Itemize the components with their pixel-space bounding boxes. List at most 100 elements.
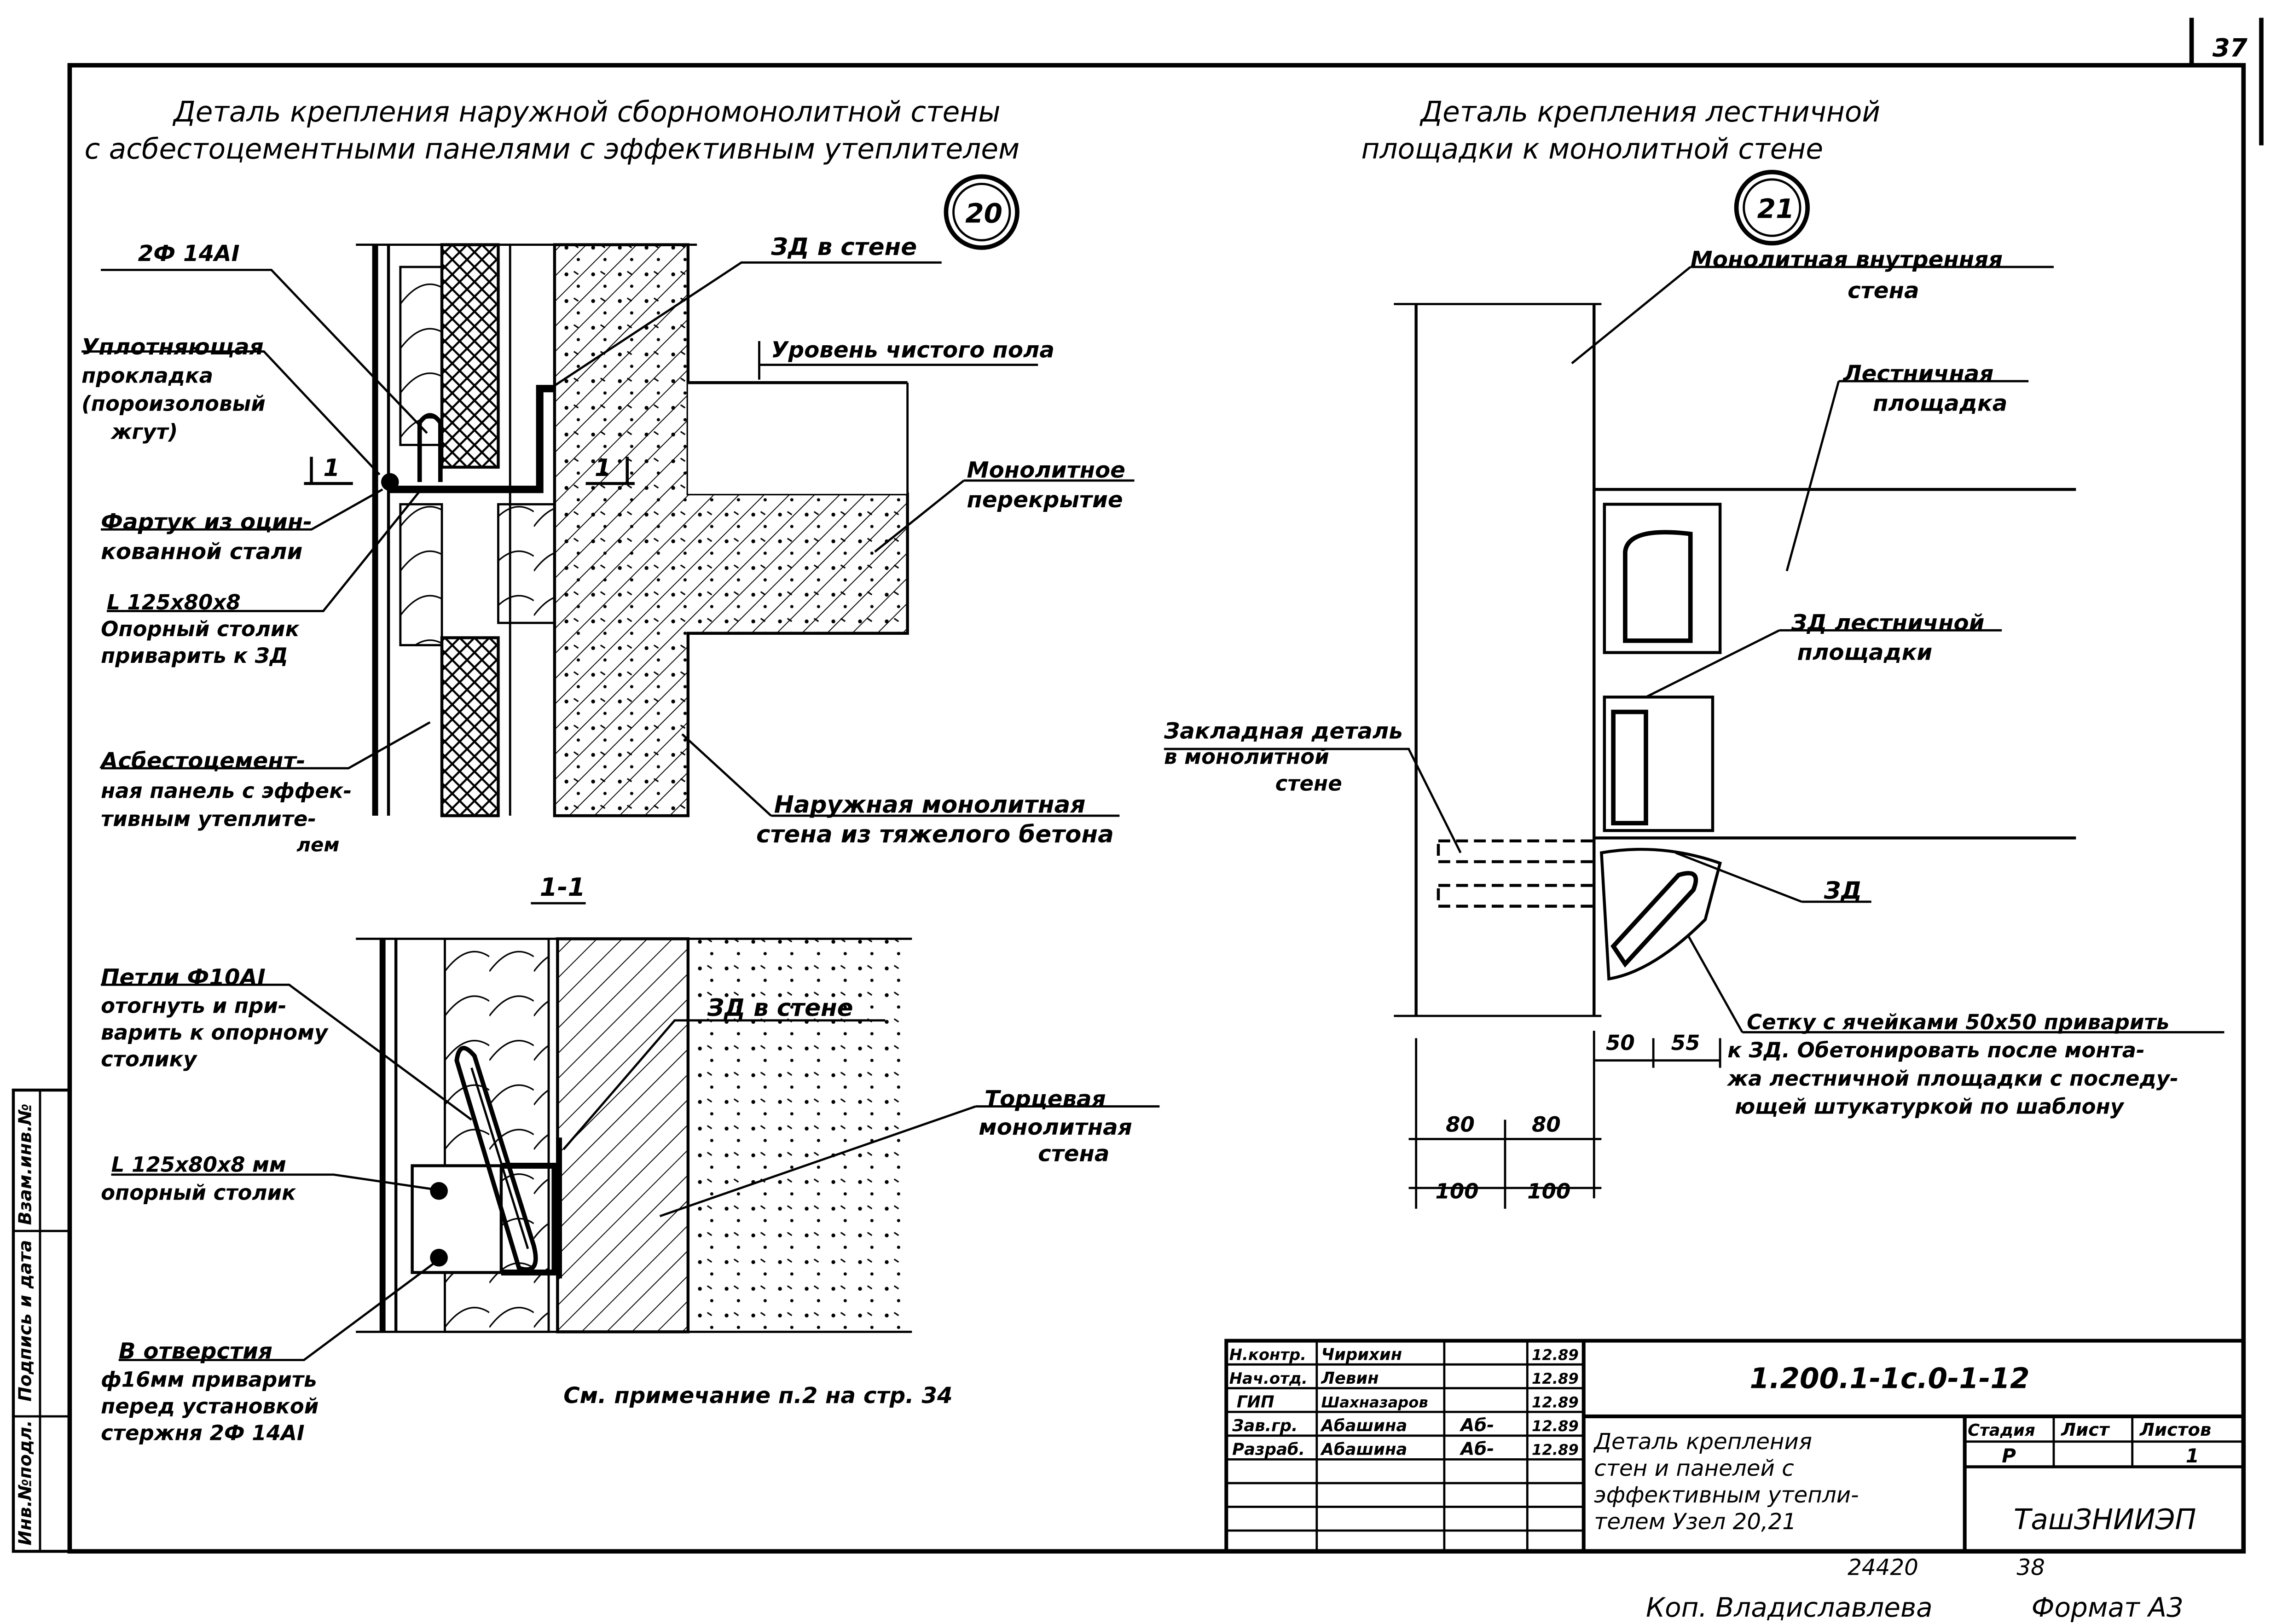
section11-leaders <box>101 983 1160 1361</box>
sig-date: 12.89 <box>1532 1346 1579 1363</box>
stage-header: Стадия <box>1968 1421 2035 1440</box>
description-line3: эффективным утепли- <box>1594 1482 1859 1508</box>
sig-role: ГИП <box>1237 1393 1274 1412</box>
sheet-frame <box>67 17 2264 1554</box>
label-inner-wall-1: Монолитная внутренняя <box>1691 247 2003 273</box>
sheets-header: Листов <box>2139 1420 2212 1440</box>
label-panel-1: Асбестоцемент- <box>99 748 306 774</box>
detail20-node-number: 20 <box>965 197 1002 229</box>
label-landing-embed-2: площадки <box>1797 640 1933 666</box>
detail20-title-line2: с асбестоцементными панелями с эффективн… <box>85 133 1020 166</box>
stamp-inv-orig: Инв.№подл. <box>15 1420 36 1545</box>
detail20-leaders <box>81 261 1135 817</box>
footer-number: 38 <box>2016 1555 2045 1581</box>
dim-100-left: 100 <box>1436 1179 1479 1203</box>
footer-format: Формат А3 <box>2032 1592 2184 1623</box>
label-outer-wall-2: стена из тяжелого бетона <box>756 821 1114 848</box>
sig-date: 12.89 <box>1532 1441 1579 1459</box>
label-panel-2: ная панель с эффек- <box>101 778 352 803</box>
detail20-wall-geometry <box>304 243 1038 818</box>
label-section-angle-2: опорный столик <box>101 1181 296 1205</box>
side-stamp <box>12 1088 71 1553</box>
sig-name: Абашина <box>1320 1440 1407 1459</box>
label-floor-level: Уровень чистого пола <box>771 337 1054 363</box>
sig-name: Шахназаров <box>1321 1394 1428 1411</box>
label-apron-1: Фартук из оцин- <box>101 509 312 535</box>
label-wall-embed-1: Закладная деталь <box>1164 719 1403 744</box>
label-embedded-in-wall: ЗД в стене <box>770 233 917 261</box>
sig-name: Абашина <box>1320 1416 1407 1435</box>
label-slab-2: перекрытие <box>967 487 1123 513</box>
label-table-2: приварить к ЗД <box>101 644 288 668</box>
label-seal-1: Уплотняющая <box>81 334 264 360</box>
sig-name: Левин <box>1321 1369 1379 1388</box>
label-seal-3: (пороизоловый <box>81 391 266 416</box>
label-loops-3: варить к опорному <box>101 1021 329 1045</box>
dim-55: 55 <box>1671 1031 1700 1055</box>
detail21-node-number: 21 <box>1757 193 1795 225</box>
sheet-value: 1 <box>2186 1444 2199 1467</box>
sig-date: 12.89 <box>1532 1370 1579 1387</box>
sig-date: 12.89 <box>1532 1417 1579 1435</box>
dim-80-right: 80 <box>1532 1112 1561 1137</box>
label-seal-2: прокладка <box>81 363 213 388</box>
detail20-section-mark-right: 1 <box>595 454 611 482</box>
label-end-wall-1: Торцевая <box>985 1086 1106 1112</box>
label-table-1: Опорный столик <box>101 617 300 641</box>
detail20-node-marker <box>944 174 1019 250</box>
label-mesh-3: жа лестничной площадки с последу- <box>1726 1066 2178 1090</box>
sig-name: Чирихин <box>1321 1345 1402 1364</box>
label-angle: L 125х80х8 <box>107 590 241 615</box>
sig-mark: Аб- <box>1459 1439 1494 1460</box>
document-code: 1.200.1-1с.0-1-12 <box>1750 1363 2030 1395</box>
label-mesh-1: Сетку с ячейками 50х50 приварить <box>1747 1010 2169 1034</box>
label-loops-4: столику <box>101 1047 197 1072</box>
description-line1: Деталь крепления <box>1593 1429 1812 1455</box>
title-block-grid <box>1224 1339 2246 1554</box>
label-wall-embed-2: в монолитной <box>1164 744 1329 769</box>
detail21-geometry <box>1394 303 2076 1209</box>
sig-role: Разраб. <box>1232 1440 1305 1459</box>
section11-title: 1-1 <box>540 872 585 902</box>
detail21-leaders <box>1164 266 2224 1033</box>
sig-mark: Аб- <box>1459 1415 1494 1436</box>
dim-50: 50 <box>1606 1031 1635 1055</box>
stage-value: Р <box>2002 1444 2016 1467</box>
sig-date: 12.89 <box>1532 1394 1579 1411</box>
dim-100-right: 100 <box>1527 1179 1570 1203</box>
sig-role: Зав.гр. <box>1232 1416 1297 1435</box>
label-embed: ЗД <box>1824 877 1862 905</box>
label-outer-wall-1: Наружная монолитная <box>774 791 1086 819</box>
label-holes-3: перед установкой <box>101 1394 319 1418</box>
label-loops-1: Петли Ф10АI <box>101 964 266 990</box>
label-seal-4: жгут) <box>110 420 178 444</box>
label-wall-embed-3: стене <box>1275 771 1342 795</box>
label-rebar: 2Ф 14АI <box>138 241 240 267</box>
description-line2: стен и панелей с <box>1594 1456 1794 1481</box>
footer-copied-by: Коп. Владиславлева <box>1646 1592 1933 1623</box>
detail21-title-line1: Деталь крепления лестничной <box>1419 96 1880 128</box>
label-landing-2: площадка <box>1873 390 2007 416</box>
label-holes-1: В отверстия <box>119 1338 272 1364</box>
label-end-wall-2: монолитная <box>979 1114 1132 1140</box>
label-panel-4: лем <box>296 833 339 856</box>
label-holes-4: стержня 2Ф 14АI <box>101 1421 305 1445</box>
detail20-section-mark-left: 1 <box>323 454 340 482</box>
label-slab-1: Монолитное <box>967 457 1125 483</box>
sig-role: Н.контр. <box>1229 1346 1306 1363</box>
detail21-title-line2: площадки к монолитной стене <box>1361 133 1823 166</box>
sig-role: Нач.отд. <box>1229 1369 1308 1387</box>
sheet-header: Лист <box>2061 1420 2110 1440</box>
section11-geometry <box>356 937 912 1334</box>
label-holes-2: ф16мм приварить <box>101 1367 317 1392</box>
page-number: 37 <box>2213 33 2247 62</box>
label-mesh-4: ющей штукатуркой по шаблону <box>1735 1095 2124 1119</box>
section11-note: См. примечание п.2 на стр. 34 <box>563 1383 952 1409</box>
label-mesh-2: к ЗД. Обетонировать после монта- <box>1727 1038 2145 1062</box>
detail21-node-marker <box>1734 169 1810 246</box>
label-section-angle-1: L 125х80х8 мм <box>111 1152 286 1177</box>
label-inner-wall-2: стена <box>1848 278 1919 304</box>
organization: ТашЗНИИЭП <box>2014 1503 2196 1536</box>
label-landing-embed-1: ЗД лестничной <box>1791 610 1985 636</box>
